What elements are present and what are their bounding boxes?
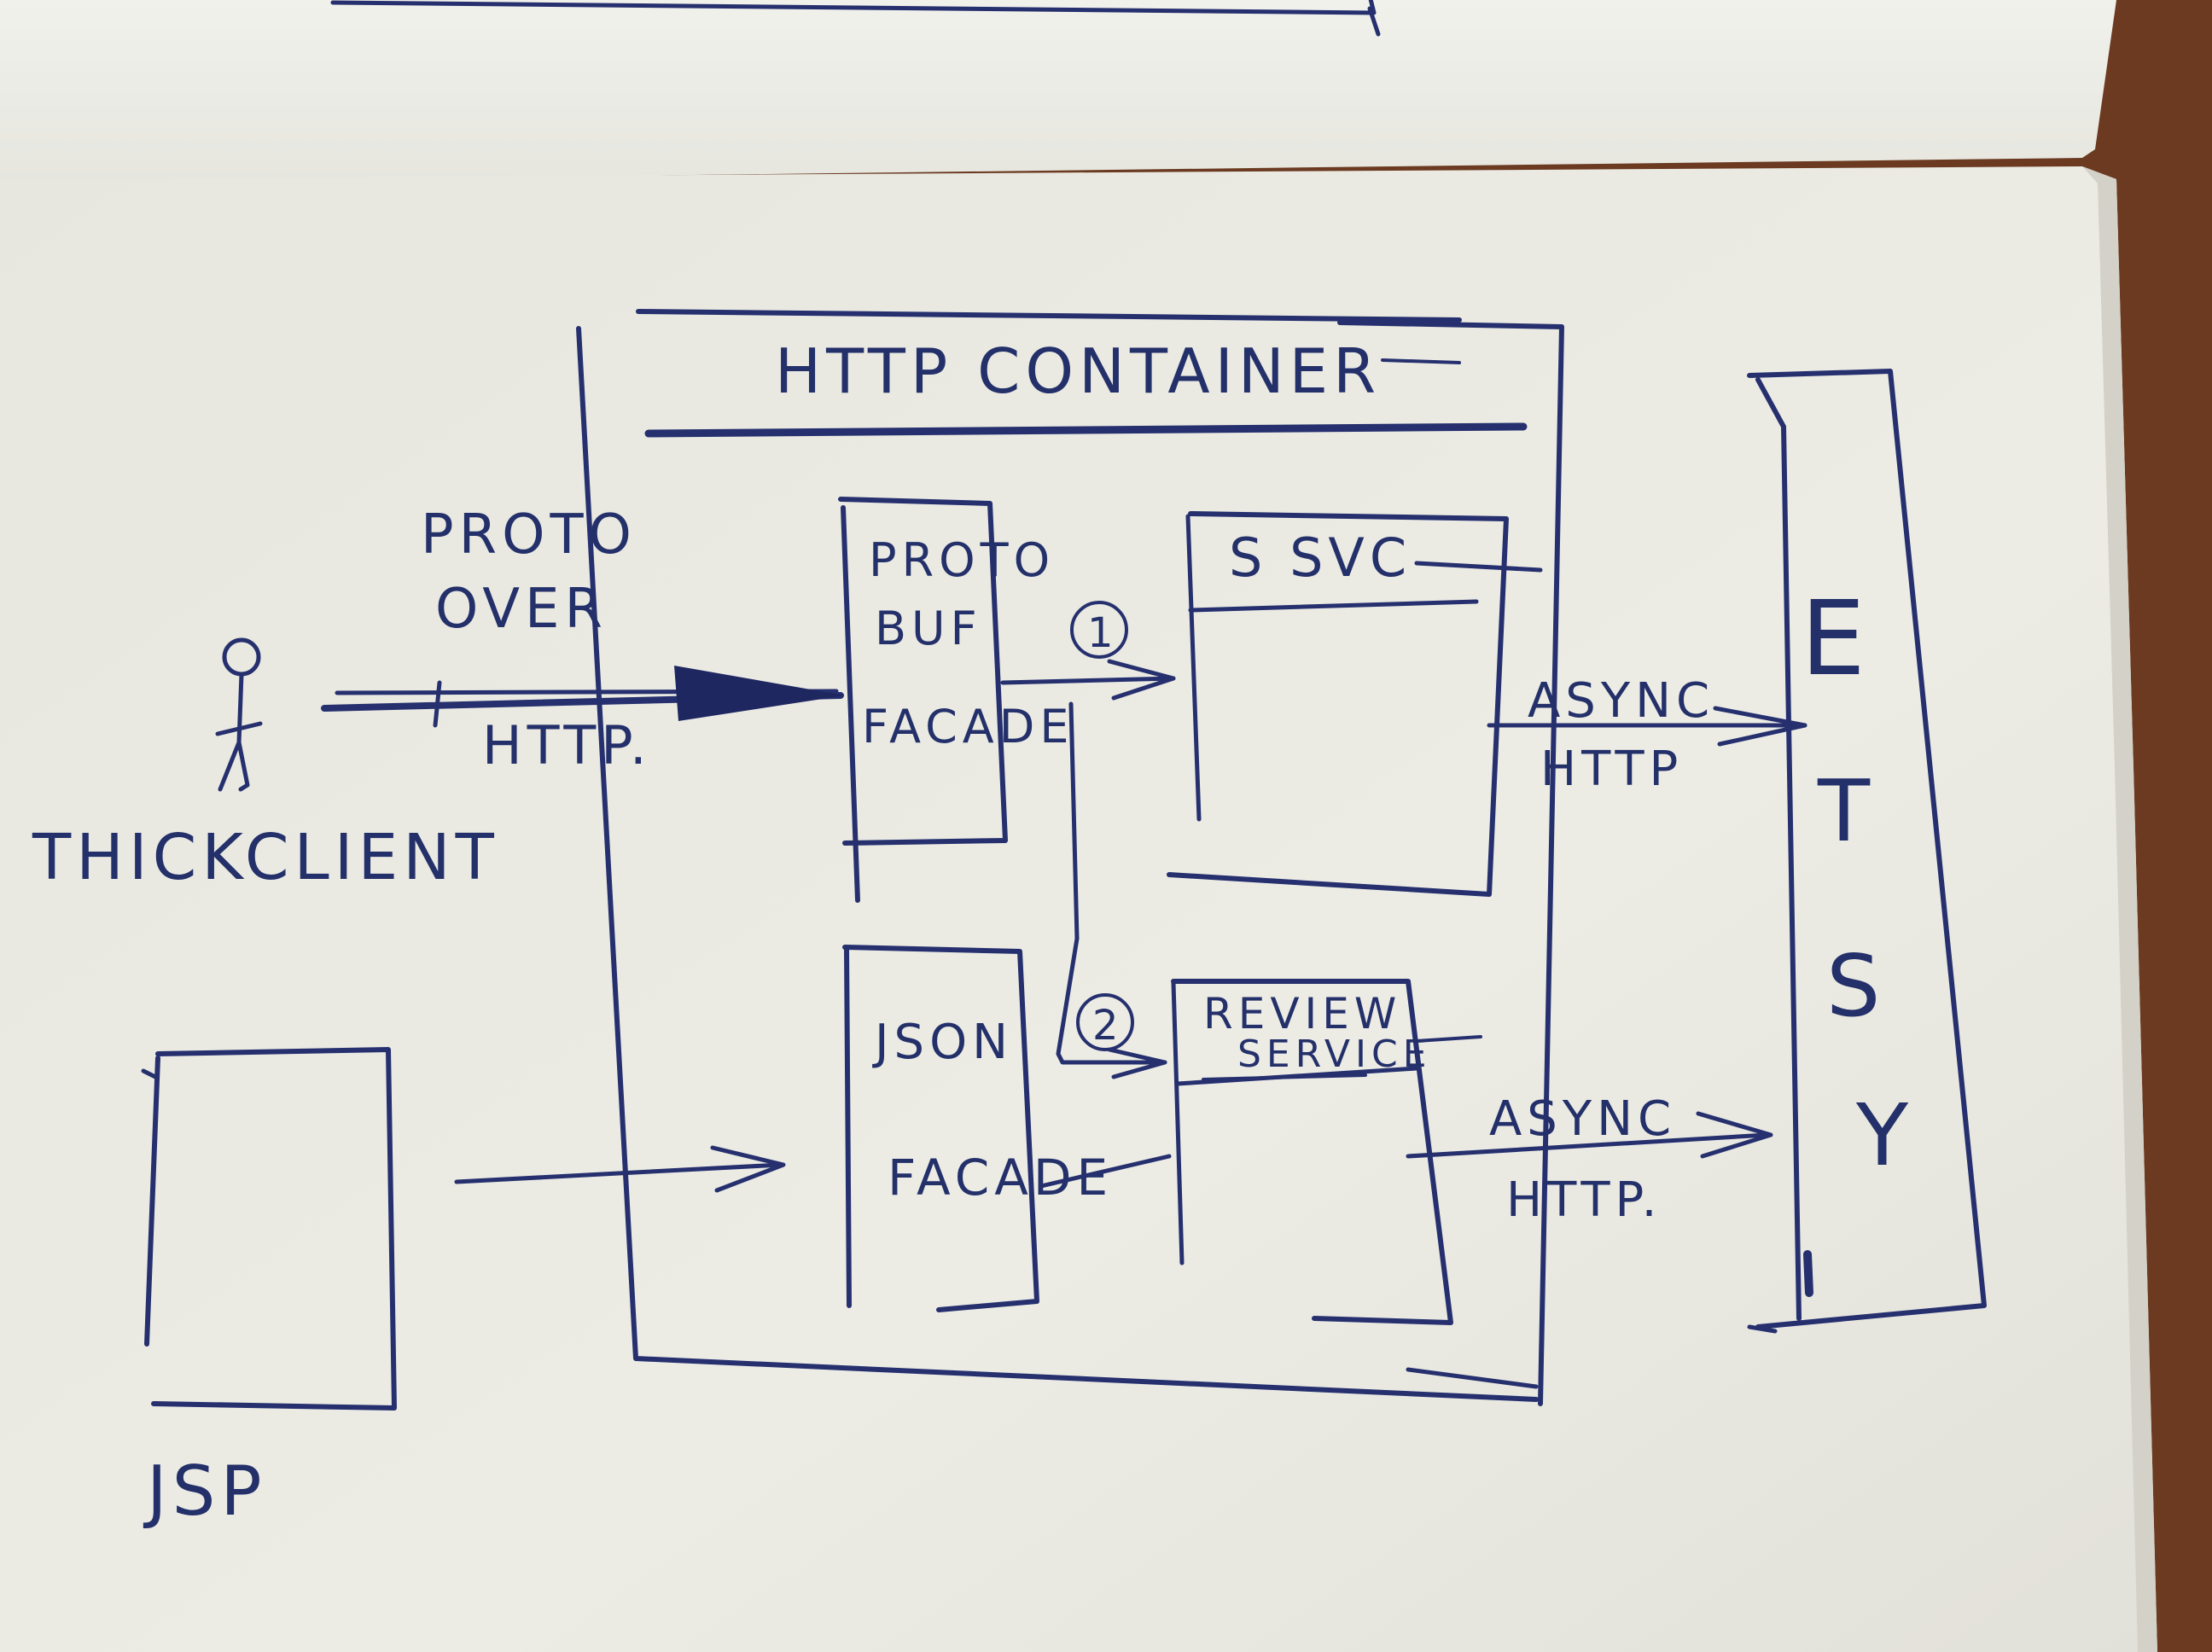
review-service-label: SERVICE: [1237, 1032, 1432, 1076]
notebook-page: [0, 166, 2157, 1652]
stick-figure-icon: [215, 637, 263, 792]
async-http-bottom-label: ASYNC: [1489, 1091, 1676, 1147]
page-edge-shadow: [2082, 166, 2157, 1652]
protobuf-to-review-arrow: [1056, 701, 1167, 1079]
jsp-label: JSP: [143, 1451, 267, 1531]
etsy-letter-e: E: [1801, 580, 1871, 699]
protobuf-facade-label: FACADE: [862, 700, 1074, 753]
sbvc-service-box: [1167, 511, 1543, 897]
protobuf-facade-label: BUF: [875, 602, 982, 655]
step-2-marker: 2: [1076, 993, 1134, 1051]
async-http-top-label: ASYNC: [1528, 673, 1714, 729]
svg-text:1: 1: [1087, 609, 1119, 657]
etsy-letter-t: T: [1817, 761, 1875, 861]
jsp-to-json-arrow: [454, 1145, 786, 1193]
async-http-bottom-label: HTTP.: [1506, 1172, 1662, 1228]
client-to-protobuf-arrow: [321, 666, 845, 728]
previous-page-line: [330, 0, 1377, 15]
json-facade-box: [842, 945, 1039, 1312]
protobuf-facade-box: [838, 497, 1008, 903]
proto-label: PROTO: [421, 503, 637, 567]
etsy-store-box: [1747, 369, 1987, 1334]
sbvc-service-label: S SVC: [1229, 526, 1412, 589]
review-to-etsy-arrow: [1406, 1111, 1773, 1159]
etsy-letter-y: Y: [1855, 1085, 1913, 1185]
review-service-box: [1171, 979, 1482, 1325]
http-container-box: [576, 309, 1564, 1406]
protobuf-facade-label: PROTO: [869, 533, 1055, 587]
http-container-label: HTTP CONTAINER: [775, 335, 1381, 407]
step-1-marker: 1: [1070, 601, 1128, 659]
async-http-top-label: HTTP: [1540, 742, 1683, 797]
jsp-box: [141, 1047, 397, 1411]
previous-page-line: [1367, 6, 1381, 37]
thick-client-label: THICKCLIENT: [32, 821, 499, 894]
http-label: HTTP.: [482, 714, 652, 777]
etsy-letter-s: S: [1826, 936, 1885, 1036]
previous-page: [0, 0, 2116, 183]
over-label: OVER: [435, 578, 608, 641]
svg-text:2: 2: [1092, 1002, 1124, 1050]
review-service-label: REVIEW: [1203, 989, 1401, 1038]
sbvc-to-etsy-arrow: [1487, 706, 1807, 747]
json-to-review-line: [1039, 1154, 1172, 1189]
protobuf-to-sbvc-arrow: [1000, 659, 1176, 701]
json-facade-label: JSON: [872, 1015, 1013, 1070]
